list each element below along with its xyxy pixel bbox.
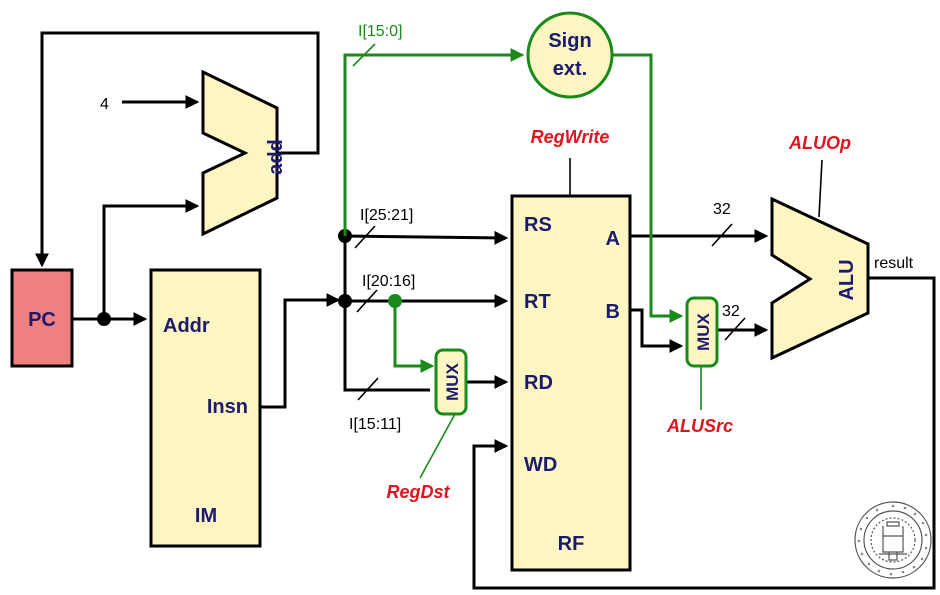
pc-block	[10, 268, 74, 368]
alu-label: ALU	[836, 259, 858, 300]
slash-rt	[356, 289, 378, 313]
rs-bits-label: I[25:21]	[360, 207, 413, 224]
sign-ext-label-2: ext.	[553, 58, 587, 80]
width-a-label: 32	[713, 201, 731, 218]
university-seal-icon	[854, 501, 932, 579]
im-name-label: IM	[195, 505, 217, 527]
wires	[35, 31, 936, 590]
alusrc-mux-block	[685, 296, 719, 368]
rf-a-label: A	[606, 228, 620, 250]
const-four-label: 4	[100, 96, 109, 113]
pc-label: PC	[28, 309, 56, 331]
alusrc-control-label: ALUSrc	[666, 416, 733, 436]
wire-pc-to-adder	[102, 199, 200, 319]
slash-a	[711, 223, 733, 247]
slash-imm	[352, 43, 376, 67]
wire-insn-bus	[343, 236, 430, 392]
alu-block	[770, 196, 870, 361]
wire-signext-to-mux	[612, 53, 684, 323]
rf-rs-label: RS	[524, 214, 552, 236]
alusrc-mux-label: MUX	[694, 312, 713, 350]
width-b-label: 32	[722, 303, 740, 320]
slash-rd	[357, 377, 379, 401]
rf-wd-label: WD	[524, 454, 557, 476]
aluop-control-label: ALUOp	[788, 133, 851, 153]
adder-label: add	[265, 139, 287, 175]
wire-imm-to-signext	[343, 48, 525, 236]
junction-rt-green	[388, 294, 402, 308]
imm-bits-label: I[15:0]	[358, 23, 402, 40]
wire-insn-out	[260, 293, 341, 409]
adder-block	[201, 69, 279, 237]
im-insn-label: Insn	[207, 396, 248, 418]
rf-rt-label: RT	[524, 291, 551, 313]
regdst-mux-block	[434, 348, 468, 416]
sign-ext-label-1: Sign	[548, 30, 591, 52]
rf-name-label: RF	[558, 533, 585, 555]
result-label: result	[874, 255, 914, 272]
wire-aluop-ctl	[818, 159, 823, 218]
wire-b-to-mux	[630, 308, 684, 353]
wire-regdst-ctl	[419, 413, 456, 479]
instruction-memory-block	[149, 268, 262, 548]
junction-pc	[97, 312, 111, 326]
wire-result-to-wd	[472, 276, 936, 590]
green-wires	[343, 43, 684, 373]
im-addr-label: Addr	[163, 315, 210, 337]
wire-rt-to-regdst-mux	[393, 301, 435, 373]
slash-b	[724, 317, 746, 341]
rt-bits-label: I[20:16]	[362, 273, 415, 290]
regdst-mux-label: MUX	[443, 362, 462, 400]
sign-extend-block	[526, 11, 614, 99]
rf-b-label: B	[606, 301, 620, 323]
wire-adder-to-pc	[35, 31, 320, 268]
slash-rs	[354, 225, 376, 249]
wire-rs	[344, 230, 509, 245]
regwrite-control-label: RegWrite	[531, 127, 610, 147]
rf-rd-label: RD	[524, 372, 553, 394]
rd-bits-label: I[15:11]	[349, 416, 401, 433]
regdst-control-label: RegDst	[386, 482, 450, 502]
register-file-block	[510, 194, 632, 572]
